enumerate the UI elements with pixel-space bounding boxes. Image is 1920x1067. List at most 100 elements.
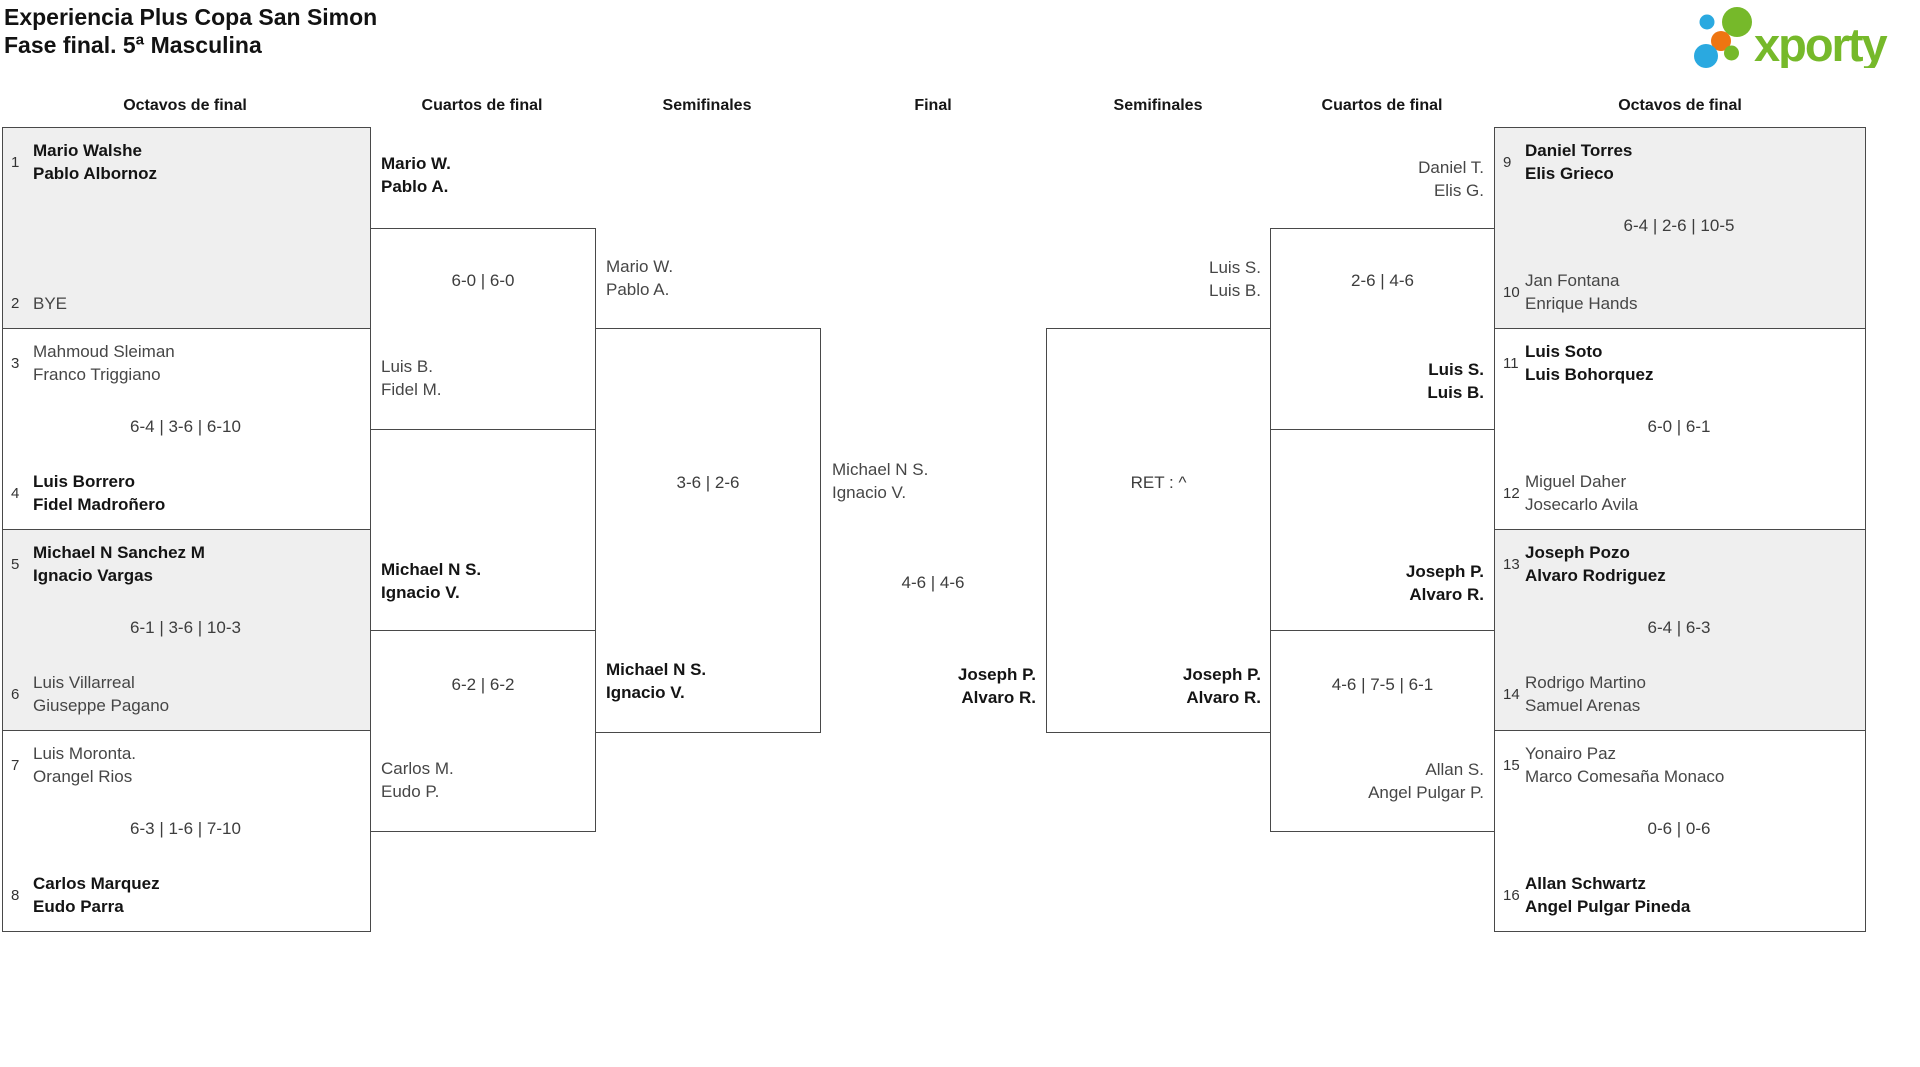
tournament-name: Experiencia Plus Copa San Simon <box>4 4 378 30</box>
seed-number: 14 <box>1503 685 1520 703</box>
bracket-box-sf-right <box>1046 328 1271 733</box>
seed-number: 3 <box>11 354 20 372</box>
entry-sf-left-team-1: Mario W.Pablo A. <box>606 257 674 299</box>
column-header-semifinales-right: Semifinales <box>1113 97 1203 114</box>
phase-category: Fase final. 5ª Masculina <box>4 32 262 58</box>
entry-qf-left-2-team-2: Carlos M.Eudo P. <box>381 759 454 801</box>
score-final: 4-6 | 4-6 <box>901 573 965 592</box>
team-row: 2 BYE <box>11 292 360 315</box>
seed-number: 12 <box>1503 484 1520 502</box>
column-header-semifinales-left: Semifinales <box>662 97 752 114</box>
match-score: 6-3 | 1-6 | 7-10 <box>130 819 241 838</box>
score-sf-right: RET : ^ <box>1130 473 1187 492</box>
entry-final-team-2: Joseph P.Alvaro R. <box>957 665 1036 707</box>
match-score: 6-0 | 6-1 <box>1647 417 1711 436</box>
match-score: 6-1 | 3-6 | 10-3 <box>130 618 241 637</box>
score-sf-left: 3-6 | 2-6 <box>676 473 740 492</box>
entry-final-team-1: Michael N S.Ignacio V. <box>832 460 929 502</box>
bracket-box-sf-left <box>595 328 821 733</box>
entry-qf-right-2-team-2: Allan S.Angel Pulgar P. <box>1368 760 1484 802</box>
team-names: Luis Moronta.Orangel Rios <box>33 744 136 786</box>
entry-sf-left-team-2: Michael N S.Ignacio V. <box>606 660 707 702</box>
score-qf-right-1: 2-6 | 4-6 <box>1350 271 1414 290</box>
entry-qf-right-1-team-1: Daniel T.Elis G. <box>1418 158 1484 200</box>
column-header-octavos-left: Octavos de final <box>123 97 247 114</box>
entry-qf-left-2-team-1: Michael N S.Ignacio V. <box>381 560 482 602</box>
seed-number: 13 <box>1503 555 1520 573</box>
score-qf-right-2: 4-6 | 7-5 | 6-1 <box>1331 675 1434 694</box>
entry-qf-right-1-team-2: Luis S.Luis B. <box>1427 360 1484 402</box>
seed-number: 15 <box>1503 756 1520 774</box>
seed-number: 9 <box>1503 153 1512 171</box>
seed-number: 7 <box>11 756 20 774</box>
match-score: 6-4 | 6-3 <box>1647 618 1711 637</box>
entry-qf-right-2-team-1: Joseph P.Alvaro R. <box>1405 562 1484 604</box>
seed-number: 10 <box>1503 283 1520 301</box>
seed-number: 8 <box>11 886 20 904</box>
column-header-cuartos-left: Cuartos de final <box>421 97 543 114</box>
team-names: BYE <box>33 294 68 313</box>
match-score: 6-4 | 3-6 | 6-10 <box>130 417 241 436</box>
match-score <box>11 228 360 250</box>
seed-number: 5 <box>11 555 20 573</box>
entry-qf-left-1-team-1: Mario W.Pablo A. <box>381 154 451 196</box>
column-header-cuartos-right: Cuartos de final <box>1321 97 1443 114</box>
column-header-octavos-right: Octavos de final <box>1618 97 1742 114</box>
bracket-box-qf-right-1 <box>1270 228 1495 430</box>
page-title: Experiencia Plus Copa San Simon Fase fin… <box>4 3 377 59</box>
seed-number: 2 <box>11 295 20 312</box>
seed-number: 16 <box>1503 886 1520 904</box>
xporty-logo: xporty <box>1694 7 1890 68</box>
logo-wordmark: xporty <box>1754 18 1888 68</box>
entry-sf-right-team-1: Luis S.Luis B. <box>1209 258 1261 300</box>
team-row: 7 Luis Moronta.Orangel Rios <box>11 742 360 788</box>
column-header-final: Final <box>914 97 952 114</box>
entry-sf-right-team-2: Joseph P.Alvaro R. <box>1182 665 1261 707</box>
bracket-box-qf-right-2 <box>1270 630 1495 832</box>
entry-qf-left-1-team-2: Luis B.Fidel M. <box>381 357 442 399</box>
seed-number: 1 <box>11 153 20 171</box>
seed-number: 4 <box>11 484 20 502</box>
match-score: 6-4 | 2-6 | 10-5 <box>1623 216 1735 235</box>
score-qf-left-2: 6-2 | 6-2 <box>451 675 515 694</box>
logo-dots <box>1694 7 1752 68</box>
score-qf-left-1: 6-0 | 6-0 <box>451 271 515 290</box>
seed-number: 6 <box>11 685 20 703</box>
